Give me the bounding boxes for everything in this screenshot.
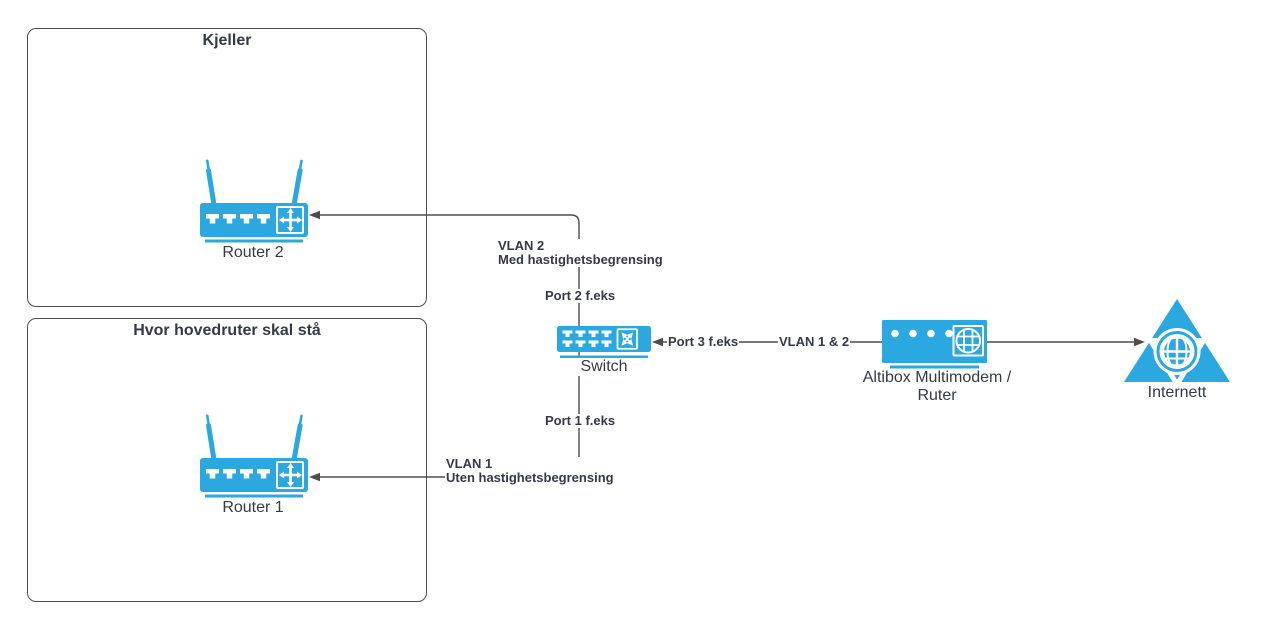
container-kjeller: Kjeller [27, 28, 427, 307]
modem-label-line1: Altibox Multimodem / [862, 369, 1012, 386]
internet-label: Internett [1147, 384, 1207, 401]
edge-label-vlan-1-2: VLAN 1 & 2 [778, 334, 851, 349]
edge-label-vlan2: VLAN 2 Med hastighetsbegrensing [497, 239, 664, 267]
arrowhead-to-internet [1134, 337, 1145, 347]
edge-label-vlan1-line2: Uten hastighetsbegrensing [446, 470, 614, 485]
modem-leds [891, 329, 953, 338]
edge-switch-to-router2 [309, 210, 580, 327]
internet-triangle-globe-icon [1122, 298, 1232, 391]
edge-label-vlan1: VLAN 1 Uten hastighetsbegrensing [445, 457, 615, 485]
arrowhead-to-switch [652, 337, 663, 347]
globe-icon [1153, 328, 1201, 375]
modem-label: Altibox Multimodem / Ruter [849, 369, 1025, 404]
switch-label: Switch [566, 358, 642, 376]
container-hovedruter-title: Hvor hovedruter skal stå [133, 322, 321, 339]
router-ports [206, 214, 270, 224]
edge-label-vlan2-line2: Med hastighetsbegrensing [498, 252, 663, 267]
routing-cross-icon [276, 206, 304, 234]
arrowhead-to-router2 [309, 210, 320, 220]
wireless-router-icon [198, 155, 310, 252]
arrowhead-to-router1 [309, 472, 320, 482]
edge-label-port1: Port 1 f.eks [544, 413, 617, 428]
router2-label: Router 2 [222, 244, 284, 261]
edge-label-port2: Port 2 f.eks [544, 288, 617, 303]
modem-router-globe-icon [881, 318, 989, 375]
network-switch-icon [556, 325, 652, 370]
edge-label-vlan2-line1: VLAN 2 [498, 238, 545, 253]
crossover-x-icon [616, 328, 638, 350]
edge-label-port3: Port 3 f.eks [667, 334, 740, 349]
globe-icon [952, 325, 984, 357]
switch-ports [562, 330, 612, 347]
wireless-router-icon [198, 410, 310, 507]
routing-cross-icon [276, 461, 304, 489]
container-kjeller-title: Kjeller [202, 32, 252, 49]
router1-label: Router 1 [222, 499, 284, 516]
edge-modem-to-internet [987, 337, 1145, 347]
modem-label-line2: Ruter [917, 386, 957, 404]
container-hovedruter: Hvor hovedruter skal stå [27, 318, 427, 602]
edge-label-vlan1-line1: VLAN 1 [446, 456, 493, 471]
router-ports [206, 469, 270, 479]
